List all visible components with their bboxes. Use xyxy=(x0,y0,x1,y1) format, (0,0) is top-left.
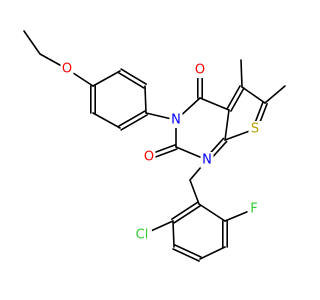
bond-pa1-pa2 xyxy=(92,70,121,87)
atom-label-o-left: O xyxy=(144,150,154,165)
bond-b4-b5 xyxy=(199,246,226,260)
bond-c7a-c4a xyxy=(224,109,230,141)
bond-pa3-pa4 xyxy=(144,85,147,114)
bond-pa5-pa6 xyxy=(92,112,121,129)
atom-label-s: S xyxy=(251,122,259,137)
bond-ch2b-b1 xyxy=(189,179,200,205)
atom-label-f: F xyxy=(250,202,257,217)
atom-label-n3: N xyxy=(171,113,181,128)
atom-label-background xyxy=(132,227,152,243)
bond-c4-c4a xyxy=(199,97,230,111)
atom-label-background xyxy=(193,62,207,78)
bond-pa4-pa5-b xyxy=(120,114,148,131)
bond-c4a-c5-b xyxy=(226,85,241,110)
bond-ch3e-ch2e xyxy=(23,30,41,55)
atom-label-n1: N xyxy=(202,153,212,168)
atom-label-background xyxy=(248,121,262,137)
atom-label-background xyxy=(60,61,74,77)
molecule-structure-diagram: O O N O N S F Cl xyxy=(23,30,286,262)
bond-pa2-pa3-b xyxy=(120,68,147,85)
atom-label-background xyxy=(247,201,261,217)
atom-label-background xyxy=(142,149,156,165)
bond-b1-b2-b xyxy=(173,205,202,224)
atom-label-cl: Cl xyxy=(136,228,149,243)
atom-label-o-top: O xyxy=(195,63,205,78)
atom-labels: O O N O N S F Cl xyxy=(60,61,262,243)
bond-c5-c6 xyxy=(241,86,266,104)
bond-c6-me6 xyxy=(264,85,286,104)
bond-b1-b2-a xyxy=(170,201,199,220)
bond-b2-b3 xyxy=(172,220,175,248)
atom-label-background xyxy=(169,112,183,128)
bond-c5-me5 xyxy=(240,59,243,88)
bond-pa2-pa3-a xyxy=(118,72,145,89)
bond-b3-b4-b xyxy=(174,244,202,258)
atom-label-background xyxy=(200,152,214,168)
bond-c4a-c5-a xyxy=(230,87,245,112)
bond-b3-b4-a xyxy=(172,248,200,262)
atom-label-o-ether: O xyxy=(62,62,72,77)
bond-pa4-pa5-a xyxy=(118,110,146,127)
bond-b6-b1 xyxy=(198,203,226,222)
